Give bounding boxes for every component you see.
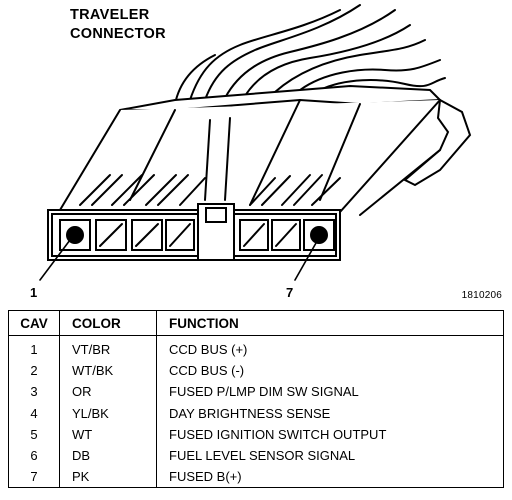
pin-7-label: 7	[286, 285, 294, 300]
figure-id: 1810206	[461, 290, 502, 301]
cell-color: YL/BK	[59, 402, 157, 424]
cavity-6	[271, 219, 301, 251]
cavity-1	[59, 219, 91, 251]
cavity-7	[303, 219, 335, 251]
pin-1-label: 1	[30, 285, 38, 300]
cell-function: CCD BUS (+)	[156, 335, 504, 361]
wire-bundle	[174, 4, 446, 105]
connector-latch	[403, 98, 472, 187]
title-line-2: CONNECTOR	[70, 26, 166, 42]
cell-function: FUSED B(+)	[156, 466, 504, 489]
leader-pin-7	[294, 242, 317, 281]
table-row: 1 VT/BR CCD BUS (+)	[8, 335, 504, 361]
cavity-5	[239, 219, 269, 251]
header-function: FUNCTION	[156, 310, 504, 336]
cell-color: VT/BR	[59, 335, 157, 361]
table-header-row: CAV COLOR FUNCTION	[8, 310, 504, 336]
leader-pin-1	[39, 239, 71, 281]
cell-cav: 2	[8, 360, 60, 382]
cell-cav: 6	[8, 444, 60, 467]
rib-grooves	[79, 174, 341, 206]
cell-color: PK	[59, 466, 157, 489]
cell-color: WT/BK	[59, 360, 157, 382]
cell-function: FUSED P/LMP DIM SW SIGNAL	[156, 381, 504, 403]
cavity-4	[165, 219, 195, 251]
diagram-title: TRAVELER CONNECTOR	[70, 6, 166, 44]
cell-function: FUSED IGNITION SWITCH OUTPUT	[156, 423, 504, 445]
title-line-1: TRAVELER	[70, 7, 150, 23]
header-color: COLOR	[59, 310, 157, 336]
cell-function: DAY BRIGHTNESS SENSE	[156, 402, 504, 424]
pinout-table: CAV COLOR FUNCTION 1 VT/BR CCD BUS (+) 2…	[8, 310, 504, 489]
cavity-row	[59, 219, 335, 251]
table-row: 3 OR FUSED P/LMP DIM SW SIGNAL	[8, 381, 504, 403]
cell-color: OR	[59, 381, 157, 403]
cell-color: DB	[59, 444, 157, 467]
cell-function: FUEL LEVEL SENSOR SIGNAL	[156, 444, 504, 467]
cell-function: CCD BUS (-)	[156, 360, 504, 382]
cell-cav: 3	[8, 381, 60, 403]
table-row: 5 WT FUSED IGNITION SWITCH OUTPUT	[8, 423, 504, 445]
table-row: 4 YL/BK DAY BRIGHTNESS SENSE	[8, 402, 504, 424]
cell-cav: 1	[8, 335, 60, 361]
table-row: 7 PK FUSED B(+)	[8, 466, 504, 489]
cell-cav: 5	[8, 423, 60, 445]
cavity-3	[131, 219, 163, 251]
table-row: 6 DB FUEL LEVEL SENSOR SIGNAL	[8, 444, 504, 467]
cell-cav: 7	[8, 466, 60, 489]
center-key	[197, 203, 235, 261]
cell-color: WT	[59, 423, 157, 445]
cavity-2	[95, 219, 127, 251]
connector-illustration	[39, 4, 472, 281]
header-cav: CAV	[8, 310, 60, 336]
cell-cav: 4	[8, 402, 60, 424]
table-row: 2 WT/BK CCD BUS (-)	[8, 360, 504, 382]
